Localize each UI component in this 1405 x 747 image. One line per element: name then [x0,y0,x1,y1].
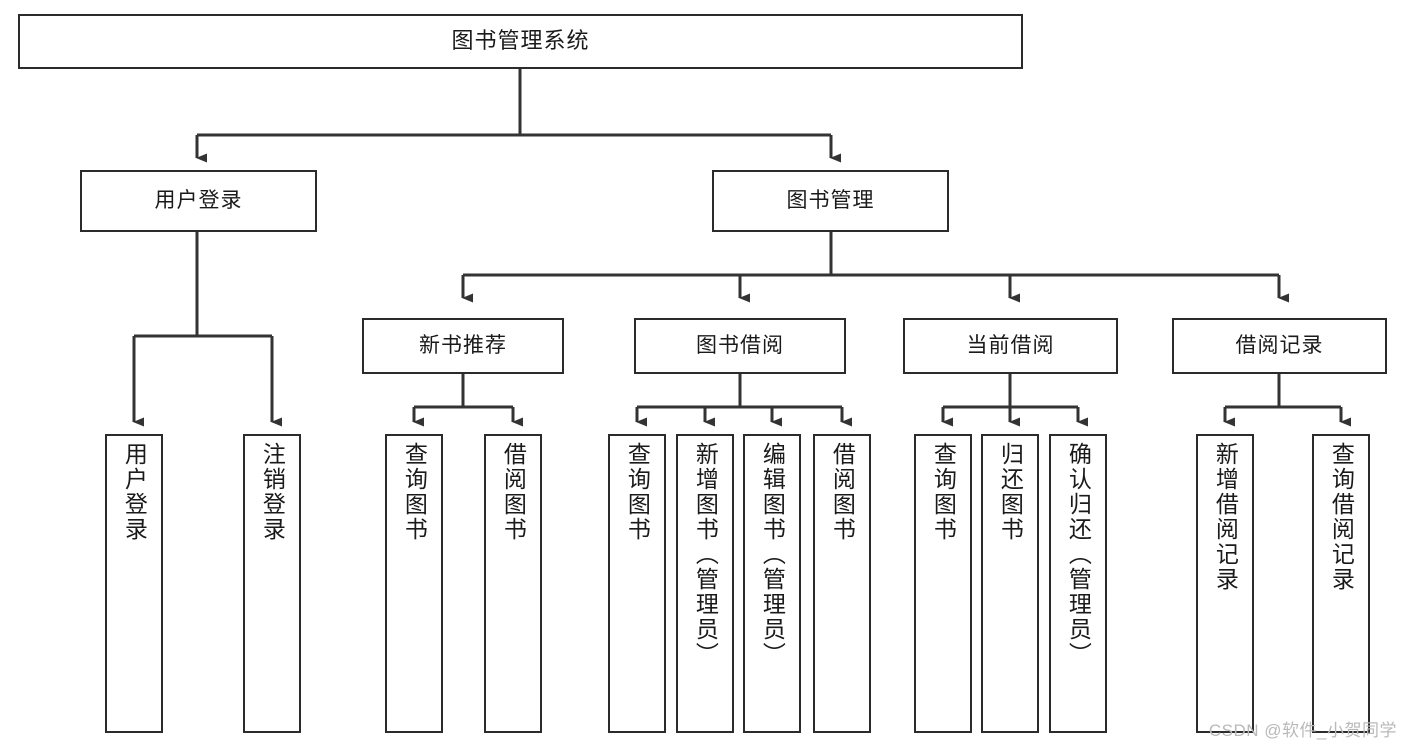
leaf-current-query-book[interactable]: 查询图书 [914,434,972,733]
node-user-login-label: 用户登录 [154,189,243,213]
leaf-borrow-add-book-admin-label: 新增图书（管理员） [692,442,719,667]
node-new-book-recommend[interactable]: 新书推荐 [362,318,564,374]
leaf-current-return-book-label: 归还图书 [997,442,1024,542]
node-current-borrow-label: 当前借阅 [966,334,1055,358]
leaf-current-confirm-return-admin[interactable]: 确认归还（管理员） [1049,434,1107,733]
leaf-user-login-signin-label: 用户登录 [121,442,148,542]
node-book-management-label: 图书管理 [786,189,875,213]
leaf-current-query-book-label: 查询图书 [930,442,957,542]
leaf-recommend-borrow-book[interactable]: 借阅图书 [484,434,542,733]
node-root-label: 图书管理系统 [451,28,590,54]
leaf-borrow-query-book[interactable]: 查询图书 [608,434,666,733]
leaf-borrow-borrow-book-label: 借阅图书 [829,442,856,542]
leaf-borrow-borrow-book[interactable]: 借阅图书 [813,434,871,733]
leaf-record-query-record[interactable]: 查询借阅记录 [1312,434,1370,733]
leaf-recommend-borrow-book-label: 借阅图书 [500,442,527,542]
node-current-borrow[interactable]: 当前借阅 [903,318,1118,374]
leaf-record-add-record-label: 新增借阅记录 [1212,442,1239,592]
csdn-watermark: CSDN @软件_小贺同学 [1208,721,1397,740]
leaf-borrow-add-book-admin[interactable]: 新增图书（管理员） [676,434,734,733]
node-root[interactable]: 图书管理系统 [18,14,1023,69]
leaf-current-confirm-return-admin-label: 确认归还（管理员） [1065,442,1092,667]
node-borrow-record[interactable]: 借阅记录 [1172,318,1387,374]
leaf-borrow-edit-book-admin[interactable]: 编辑图书（管理员） [743,434,801,733]
node-user-login[interactable]: 用户登录 [80,170,317,232]
node-borrow-record-label: 借阅记录 [1235,334,1324,358]
leaf-record-add-record[interactable]: 新增借阅记录 [1196,434,1254,733]
leaf-record-query-record-label: 查询借阅记录 [1328,442,1355,592]
node-book-borrow[interactable]: 图书借阅 [634,318,846,374]
node-new-book-recommend-label: 新书推荐 [419,334,507,358]
leaf-current-return-book[interactable]: 归还图书 [981,434,1039,733]
leaf-user-login-signin[interactable]: 用户登录 [105,434,163,733]
leaf-user-login-signout[interactable]: 注销登录 [243,434,301,733]
leaf-borrow-edit-book-admin-label: 编辑图书（管理员） [759,442,786,667]
leaf-recommend-query-book[interactable]: 查询图书 [385,434,443,733]
leaf-user-login-signout-label: 注销登录 [259,442,286,542]
leaf-borrow-query-book-label: 查询图书 [624,442,651,542]
node-book-management[interactable]: 图书管理 [712,170,949,232]
leaf-recommend-query-book-label: 查询图书 [401,442,428,542]
node-book-borrow-label: 图书借阅 [696,334,784,358]
